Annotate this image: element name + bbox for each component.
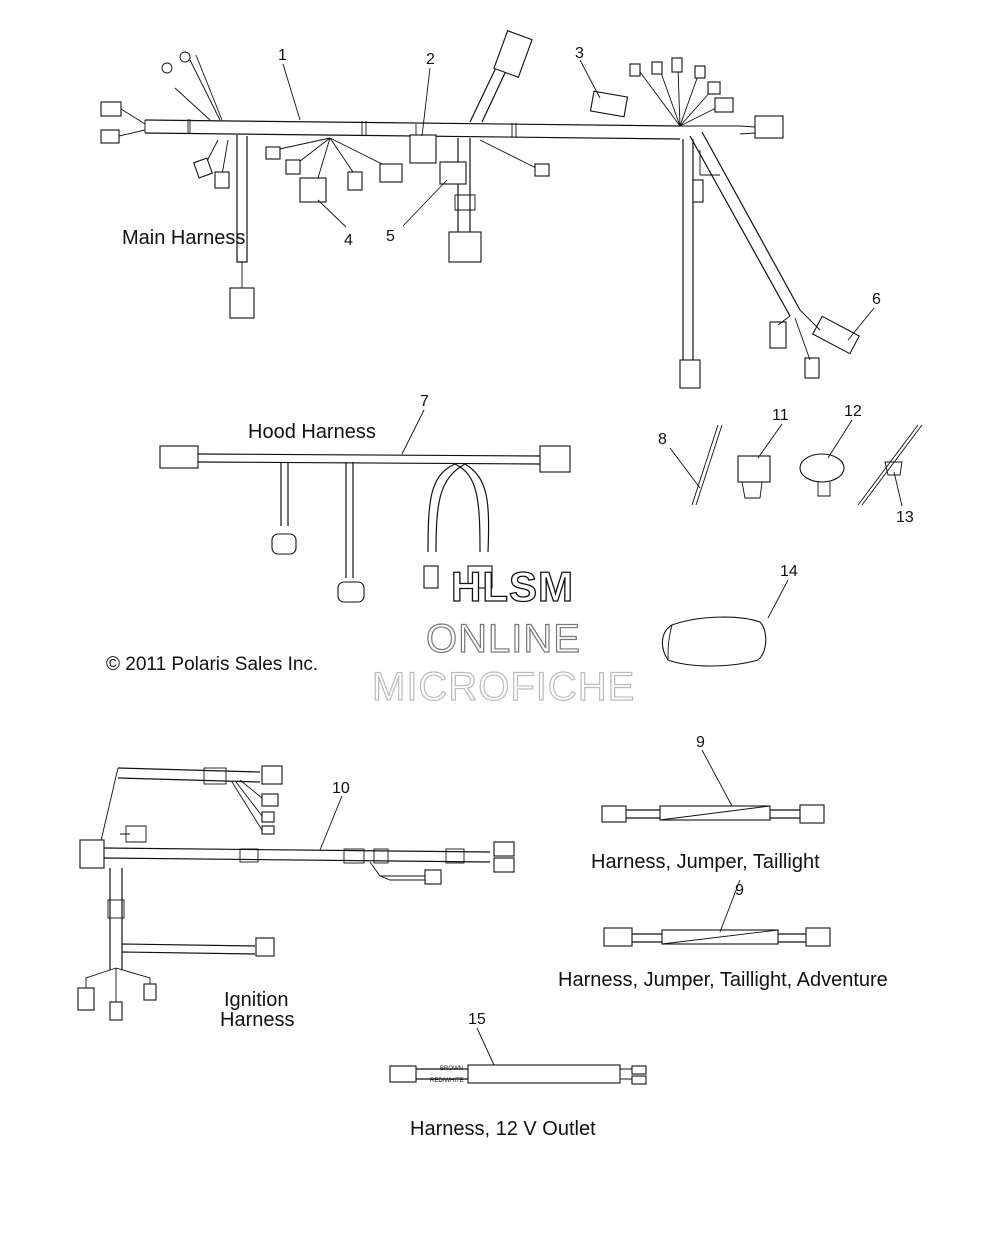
callout-11: 11 <box>772 407 789 424</box>
ignition-harness-label-line1: Ignition <box>224 989 289 1011</box>
callout-13: 13 <box>896 509 914 526</box>
callout-3: 3 <box>575 45 584 62</box>
taillight-jumper-label: Harness, Jumper, Taillight <box>591 851 820 873</box>
main-harness-label: Main Harness <box>122 227 245 249</box>
callout-7: 7 <box>420 393 429 410</box>
leader-lines <box>282 59 903 1066</box>
callout-numbers: 1 2 3 4 5 6 7 8 11 12 13 14 9 9 10 15 <box>278 45 914 1028</box>
taillight-jumper-drawing <box>601 804 825 824</box>
wire-marking-brown: BROWN <box>440 1066 463 1072</box>
callout-10: 10 <box>332 780 350 797</box>
outlet-harness-label: Harness, 12 V Outlet <box>410 1118 596 1140</box>
callout-1: 1 <box>278 47 287 64</box>
callout-4: 4 <box>344 232 353 249</box>
callout-14: 14 <box>780 563 798 580</box>
section-labels: Main Harness Hood Harness © 2011 Polaris… <box>106 227 888 1140</box>
small-parts-drawing <box>661 424 923 667</box>
taillight-jumper-adventure-label: Harness, Jumper, Taillight, Adventure <box>558 969 888 991</box>
callout-5: 5 <box>386 228 395 245</box>
copyright-text: © 2011 Polaris Sales Inc. <box>106 654 318 675</box>
callout-12: 12 <box>844 403 862 420</box>
watermark-line-1: HLSM <box>451 563 574 610</box>
callout-2: 2 <box>426 51 435 68</box>
callout-9-jumper: 9 <box>696 734 705 751</box>
callout-6: 6 <box>872 291 881 308</box>
callout-15: 15 <box>468 1011 486 1028</box>
taillight-jumper-adventure-drawing <box>603 927 831 947</box>
hood-harness-drawing <box>159 445 571 603</box>
callout-9-adventure: 9 <box>735 882 744 899</box>
outlet-harness-drawing: BROWN RED/WHITE <box>389 1064 647 1085</box>
watermark: HLSM ONLINE MICROFICHE <box>371 562 635 709</box>
watermark-line-2: ONLINE <box>426 617 581 661</box>
hood-harness-label: Hood Harness <box>248 421 376 443</box>
main-harness-drawing <box>100 30 860 389</box>
callout-8: 8 <box>658 431 667 448</box>
ignition-harness-drawing <box>77 765 515 1021</box>
watermark-line-3: MICROFICHE <box>372 665 635 709</box>
wire-marking-red-white: RED/WHITE <box>430 1078 464 1084</box>
ignition-harness-label-line2: Harness <box>220 1009 294 1031</box>
